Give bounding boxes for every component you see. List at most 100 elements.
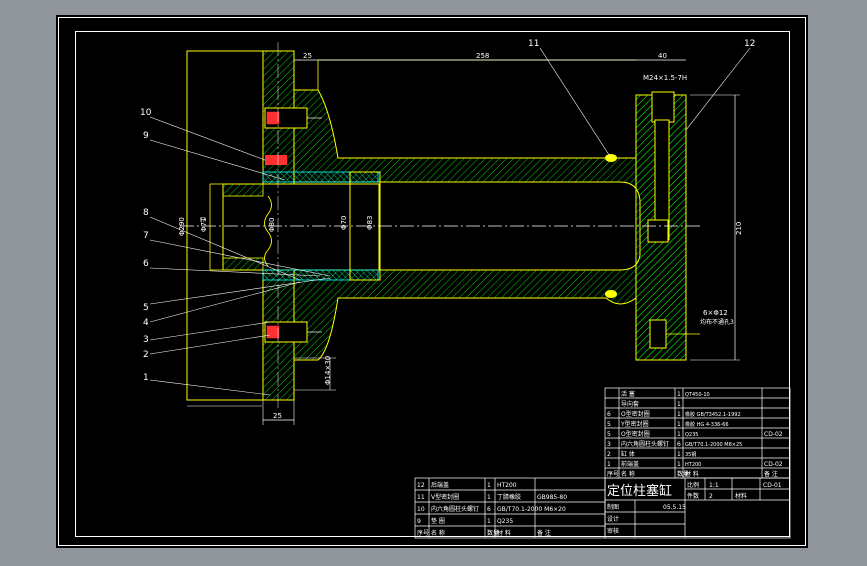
bom-upper-cell-name: O型密封圈 xyxy=(621,430,650,438)
bom-upper-header: 序号 xyxy=(607,470,619,478)
bom-lower-header: 序号 xyxy=(417,529,429,537)
inner-frame xyxy=(75,31,790,537)
date-value: 05.5.15 xyxy=(663,504,686,511)
bom-lower-cell-material: 丁腈橡胶 xyxy=(497,493,521,501)
bom-lower-cell-no: 9 xyxy=(417,518,421,525)
bom-upper-cell-material: 橡胶 HG 4-336-66 xyxy=(685,421,729,428)
bom-upper-cell-material: Q235 xyxy=(685,432,698,438)
designer-label: 设计 xyxy=(607,515,619,523)
sheet-value: 2 xyxy=(709,493,713,500)
dim-phi-left: Φ290 xyxy=(178,217,186,236)
label-11: 11 xyxy=(528,39,539,49)
bom-upper-cell-qty: 1 xyxy=(677,421,681,428)
leaders xyxy=(149,47,751,396)
bom-lower-cell-qty: 1 xyxy=(487,482,491,489)
bom-upper-cell-name: 活 塞 xyxy=(621,390,635,398)
drafter-label: 制图 xyxy=(607,503,619,511)
seal-bottom xyxy=(262,269,379,281)
bom-upper-cell-material: QT450-10 xyxy=(685,392,710,398)
bom-upper-cell-qty: 1 xyxy=(677,451,681,458)
dim-phi-side: Φ14×30 xyxy=(324,356,332,385)
bom-upper-cell-no: 2 xyxy=(607,451,611,458)
bom-lower-header: 名 称 xyxy=(431,529,445,537)
bom-upper-cell-no: 6 xyxy=(607,411,611,418)
bom-upper-cell-name: 前端盖 xyxy=(621,460,639,468)
break-line xyxy=(264,195,272,267)
label-8: 8 xyxy=(143,208,149,218)
bom-lower-header: 备 注 xyxy=(537,529,551,537)
bom-lower-cell-name: V型密封圈 xyxy=(431,493,459,501)
bom-upper-cell-qty: 1 xyxy=(677,401,681,408)
dim-thread: M24×1.5-7H xyxy=(643,74,687,82)
bom-lower-header: 材 料 xyxy=(497,529,511,537)
bom-upper-cell-qty: 1 xyxy=(677,391,681,398)
bom-upper-cell-material: 橡胶 GB/T3452.1-1992 xyxy=(685,411,741,418)
rear-bolt-hole xyxy=(649,319,667,349)
bom-upper-cell-material: HT200 xyxy=(685,462,701,468)
dim-phi-83: Φ83 xyxy=(366,216,374,230)
bom-upper-cell-name: 内六角圆柱头螺钉 xyxy=(621,440,669,448)
label-7: 7 xyxy=(143,231,149,241)
scale-label: 比例 xyxy=(687,481,699,489)
dim-phi-80: Φ80 xyxy=(268,218,276,232)
rear-channel-end xyxy=(647,219,669,243)
vseal-bottom xyxy=(605,290,617,298)
bom-lower-cell-name: 后端盖 xyxy=(431,481,449,489)
screw-upper-head xyxy=(266,111,280,125)
bom-upper-header: 备 注 xyxy=(764,470,778,478)
guide-bottom xyxy=(222,257,264,271)
dim-phi-seal: Φ71 xyxy=(200,218,208,232)
bom-lower-cell-name: 内六角圆柱头螺钉 xyxy=(431,505,479,513)
dim-40: 40 xyxy=(658,52,667,60)
bom-lower-cell-qty: 1 xyxy=(487,518,491,525)
bom-upper-cell-note: CD-02 xyxy=(764,431,783,438)
bom-lower-cell-spec: GB985-80 xyxy=(537,494,567,501)
bom-upper-cell-note: CD-02 xyxy=(764,461,783,468)
piston-rod xyxy=(222,183,380,271)
label-4: 4 xyxy=(143,318,149,328)
dimension-labels: 25 258 40 M24×1.5-7H 210 6×Φ12 均布不通孔3 25… xyxy=(178,52,743,420)
bom-upper-header: 数量 xyxy=(677,470,689,478)
seal-top xyxy=(262,171,379,183)
bom-lower-cell-no: 10 xyxy=(417,506,425,513)
drawing-title: 定位柱塞缸 xyxy=(607,483,672,499)
screw-lower-head xyxy=(266,325,280,339)
bom-upper-cell-material: 35钢 xyxy=(685,451,696,458)
bom-upper-cell-qty: 1 xyxy=(677,461,681,468)
label-9: 9 xyxy=(143,131,149,141)
bom-lower-cell-material: HT200 xyxy=(497,482,517,489)
label-3: 3 xyxy=(143,335,149,345)
material-label: 材料 xyxy=(735,492,747,500)
bom-upper-cell-qty: 1 xyxy=(677,411,681,418)
bom-lower-cell-qty: 1 xyxy=(487,494,491,501)
scale-value: 1:1 xyxy=(709,482,719,489)
dim-25-bottom: 25 xyxy=(273,412,282,420)
bom-upper-cell-no: 5 xyxy=(607,431,611,438)
bom-upper-cell-name: Y型密封圈 xyxy=(620,420,649,428)
bom-lower-cell-no: 11 xyxy=(417,494,425,501)
bom-upper-cell-qty: 1 xyxy=(677,431,681,438)
bom-upper-cell-no: 1 xyxy=(607,461,611,468)
outer-frame xyxy=(58,17,806,546)
cylinder-section: 10 9 8 7 6 5 4 3 2 1 11 12 25 258 40 M24… xyxy=(140,39,755,425)
rear-port xyxy=(651,91,675,123)
bom-upper-cell-qty: 6 xyxy=(677,441,681,448)
bom-lower-cell-qty: 6 xyxy=(487,506,491,513)
bom-lower-cell-material: GB/T70.1-2000 M6×20 xyxy=(497,506,566,513)
bom-lower-cell-name: 垫 圈 xyxy=(431,517,445,525)
bom-upper-header: 名 称 xyxy=(621,470,635,478)
drawing-number: CD-01 xyxy=(763,482,782,489)
guide-top xyxy=(222,183,264,197)
bom-lower-cell-no: 12 xyxy=(417,482,425,489)
label-1: 1 xyxy=(143,373,149,383)
sheet-label: 件数 xyxy=(687,492,699,500)
checker-label: 审核 xyxy=(607,527,619,535)
bom-upper-header: 材 料 xyxy=(685,470,699,478)
bom-lower-header: 数量 xyxy=(487,529,499,537)
bom-lower-cell-material: Q235 xyxy=(497,518,513,525)
bom-lower-table: 12 后端盖 1 HT200 11 V型密封圈 1 丁腈橡胶 GB985-80 10 内六角圆柱头螺… xyxy=(414,477,606,539)
